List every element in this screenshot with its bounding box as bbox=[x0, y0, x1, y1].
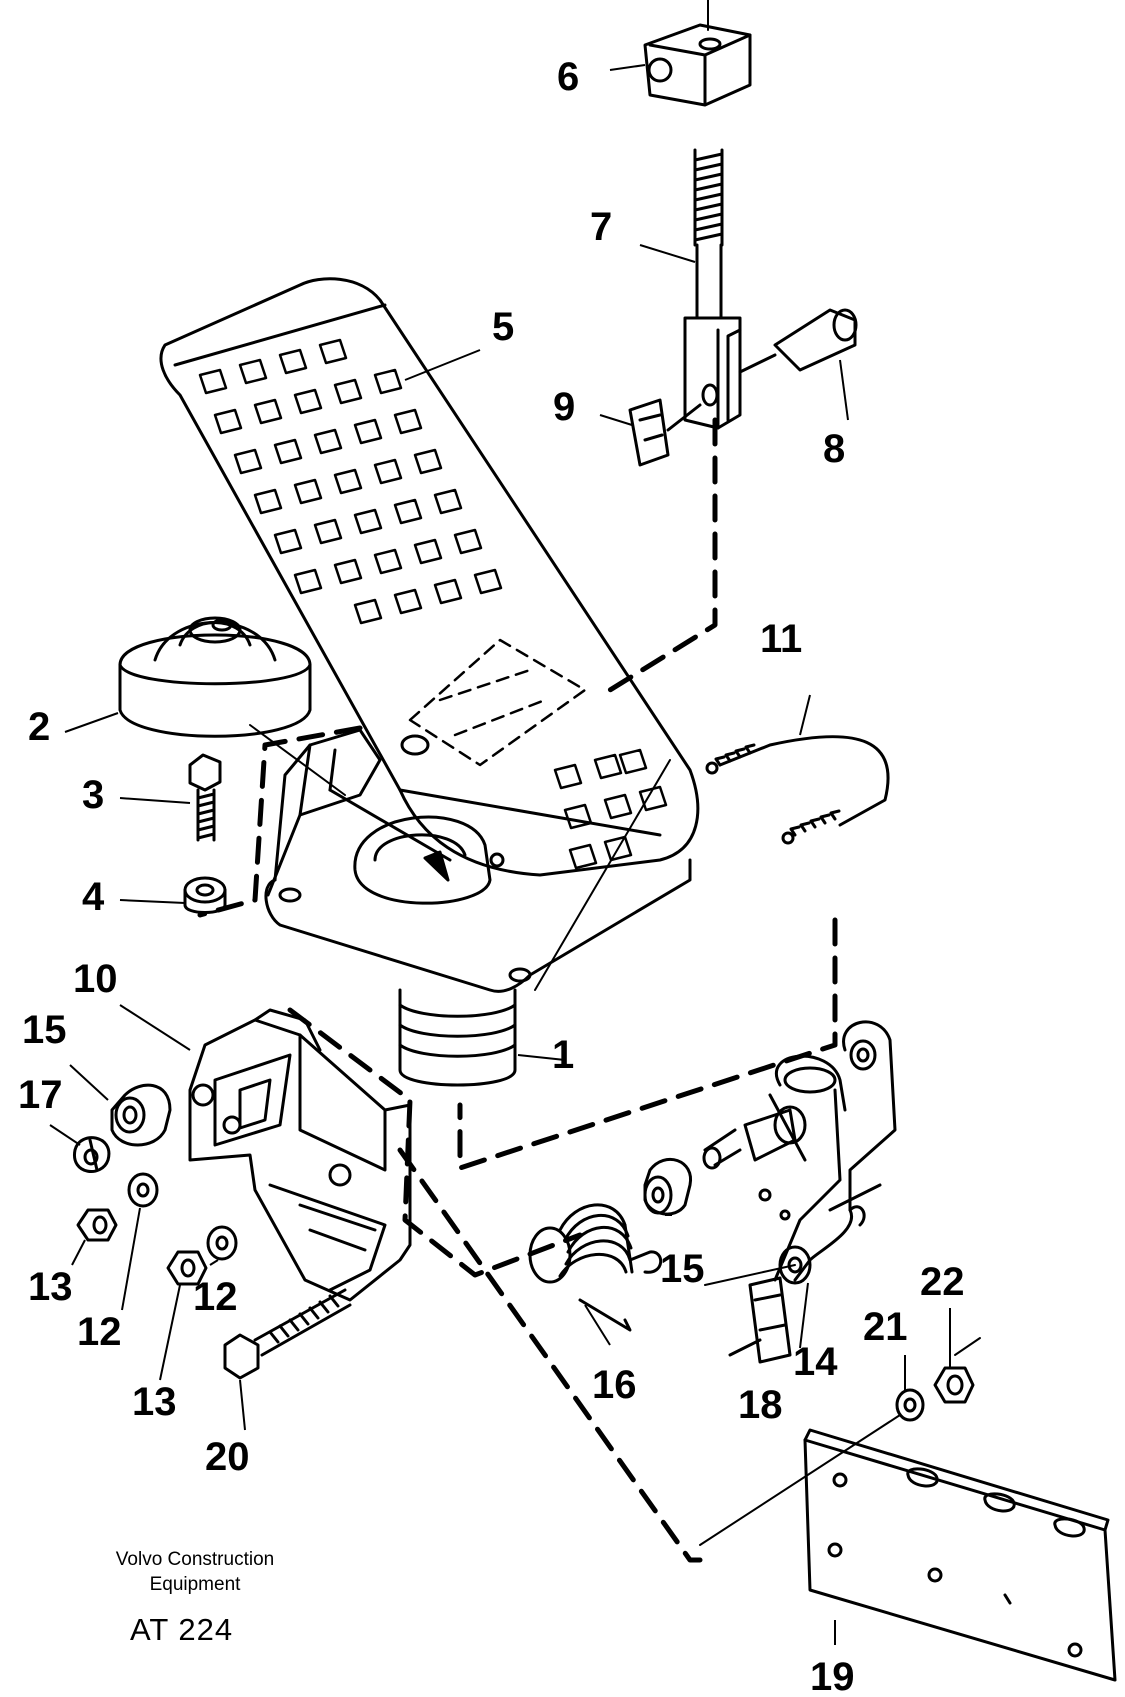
part-10-bracket bbox=[188, 1008, 412, 1302]
callout-11: 11 bbox=[760, 617, 802, 661]
callout-7: 7 bbox=[590, 205, 612, 249]
part-13-nut-lower bbox=[166, 1250, 208, 1286]
part-13-nut-upper bbox=[76, 1208, 118, 1242]
part-9-clip bbox=[628, 398, 702, 467]
callout-13-upper: 13 bbox=[28, 1265, 73, 1309]
callout-20: 20 bbox=[205, 1435, 250, 1479]
callout-22: 22 bbox=[920, 1260, 965, 1304]
callout-4: 4 bbox=[82, 875, 105, 919]
callout-17: 17 bbox=[18, 1073, 63, 1117]
part-21-washer bbox=[895, 1388, 925, 1422]
manufacturer-caption: Volvo Construction Equipment bbox=[80, 1547, 310, 1597]
callout-12-upper: 12 bbox=[77, 1310, 122, 1354]
part-1-housing bbox=[264, 728, 692, 1087]
caption-line-1: Volvo Construction bbox=[115, 1549, 275, 1570]
callout-10: 10 bbox=[73, 957, 118, 1001]
part-15-washer-left bbox=[110, 1083, 172, 1147]
part-11-spring-wire bbox=[705, 735, 890, 845]
illustration-code: AT 224 bbox=[130, 1612, 234, 1647]
callout-13-lower: 13 bbox=[132, 1380, 177, 1424]
part-12-washer-lower bbox=[206, 1225, 238, 1261]
callout-15-left: 15 bbox=[22, 1008, 67, 1052]
callout-labels: 6 7 5 9 8 11 2 3 4 10 15 1 17 15 22 13 1… bbox=[18, 55, 965, 1697]
part-4-nut bbox=[183, 876, 227, 914]
part-18-clip bbox=[728, 1276, 792, 1364]
callout-19: 19 bbox=[810, 1655, 855, 1697]
part-15-spacer-right bbox=[643, 1157, 692, 1216]
part-3-bolt bbox=[188, 753, 222, 842]
part-22-nut bbox=[933, 1366, 975, 1404]
callout-14: 14 bbox=[793, 1340, 838, 1384]
part-12-washer-upper bbox=[127, 1172, 159, 1208]
callout-2: 2 bbox=[28, 705, 50, 749]
callout-18: 18 bbox=[738, 1383, 783, 1427]
part-7-threaded-rod bbox=[683, 148, 742, 430]
part-8-pin bbox=[738, 308, 858, 374]
callout-6: 6 bbox=[557, 55, 579, 99]
callout-15-right: 15 bbox=[660, 1247, 705, 1291]
callout-8: 8 bbox=[823, 427, 845, 471]
callout-12-lower: 12 bbox=[193, 1275, 238, 1319]
part-17-lock-washer bbox=[73, 1136, 111, 1173]
part-5-pedal-plate bbox=[159, 277, 700, 877]
callout-16: 16 bbox=[592, 1363, 637, 1407]
callout-3: 3 bbox=[82, 773, 104, 817]
part-20-bolt bbox=[223, 1288, 352, 1380]
caption-line-2: Equipment bbox=[149, 1574, 241, 1595]
callout-9: 9 bbox=[553, 385, 575, 429]
part-6-block bbox=[643, 23, 752, 107]
part-2-rubber-stop bbox=[118, 616, 312, 738]
callout-21: 21 bbox=[863, 1305, 908, 1349]
lever-arm-assembly bbox=[702, 1020, 897, 1285]
callout-5: 5 bbox=[492, 305, 514, 349]
callout-1: 1 bbox=[552, 1033, 574, 1077]
callout-leaders bbox=[49, 64, 951, 1645]
part-16-torsion-spring bbox=[528, 1203, 663, 1332]
assembly-dashed-lines bbox=[197, 417, 838, 1563]
part-19-mounting-plate bbox=[803, 1428, 1117, 1682]
